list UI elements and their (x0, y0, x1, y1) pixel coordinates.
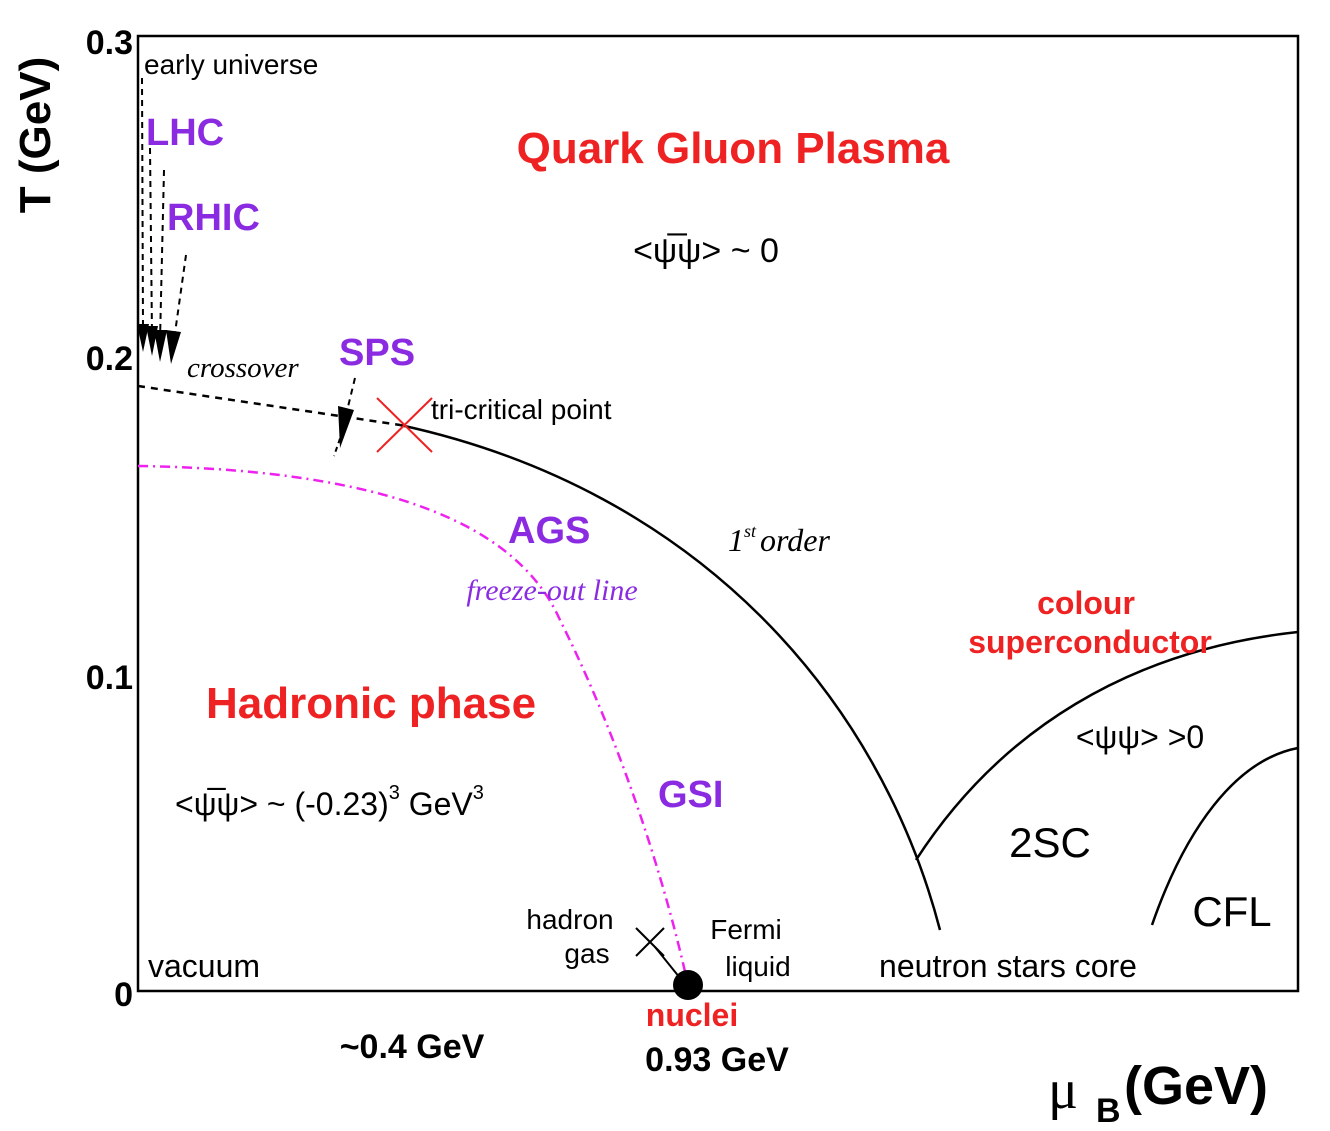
hadronic-label: Hadronic phase (206, 679, 536, 728)
y-tick-0.2: 0.2 (86, 340, 133, 378)
arrow-heads (137, 324, 354, 448)
fermi-liquid-line1: Fermi (710, 914, 782, 945)
colour-superconductor-line2: superconductor (968, 624, 1212, 660)
hadron-gas-line1: hadron (526, 904, 613, 935)
x-axis-label-sub: B (1096, 1092, 1121, 1130)
superconductor-boundary (914, 630, 1299, 861)
hadron-gas-line2: gas (564, 938, 609, 969)
cfl-boundary (1150, 746, 1299, 926)
sps-arrow-tail (333, 429, 344, 457)
2sc-label: 2SC (1009, 819, 1091, 866)
colour-superconductor-line1: colour (1037, 585, 1135, 621)
tricritical-marker (376, 397, 433, 453)
crossover-line (137, 384, 401, 427)
nuclei-point (673, 970, 703, 1000)
freezeout-label: freeze-out line (466, 574, 637, 607)
x-mark-0.4: ~0.4 GeV (340, 1028, 485, 1066)
sps-label: SPS (339, 332, 415, 374)
y-axis-label: T (GeV) (11, 57, 60, 213)
early-universe-label: early universe (144, 49, 318, 80)
arrow-head-rhic2 (166, 330, 181, 364)
lhc-label: LHC (146, 112, 224, 154)
gsi-label: GSI (658, 774, 723, 816)
x-mark-0.93: 0.93 GeV (645, 1041, 789, 1079)
freezeout-line (137, 464, 690, 986)
superconductor-condensate: <ψψ> >0 (1076, 719, 1204, 755)
y-tick-0: 0 (114, 976, 133, 1014)
crossover-label: crossover (187, 352, 299, 384)
hadronic-condensate: <ψ̅ψ> ~ (-0.23)3 GeV3 (175, 782, 484, 822)
x-axis-label-mu: μ (1048, 1059, 1078, 1121)
cfl-label: CFL (1192, 888, 1271, 935)
arrow-head-rhic1 (154, 330, 167, 362)
first-order-line (399, 423, 942, 931)
arrow-head-sps (338, 406, 354, 448)
y-tick-0.1: 0.1 (86, 659, 133, 697)
fermi-liquid-line2: liquid (725, 951, 790, 982)
qgp-condensate: <ψ̅ψ> ~ 0 (633, 232, 779, 270)
x-axis-label-unit: (GeV) (1124, 1056, 1268, 1116)
ags-label: AGS (508, 510, 590, 552)
qgp-label: Quark Gluon Plasma (517, 124, 950, 173)
tricritical-label: tri-critical point (431, 394, 612, 425)
rhic-label: RHIC (167, 197, 260, 239)
neutron-stars-label: neutron stars core (879, 948, 1137, 984)
vacuum-label: vacuum (148, 948, 260, 984)
liquid-gas-critical-marker (635, 927, 681, 979)
arrow-head-early (137, 324, 149, 352)
y-tick-0.3: 0.3 (86, 24, 133, 62)
trajectory-arrows (141, 77, 356, 416)
nuclei-label: nuclei (646, 997, 738, 1033)
plot-frame (136, 34, 1300, 993)
